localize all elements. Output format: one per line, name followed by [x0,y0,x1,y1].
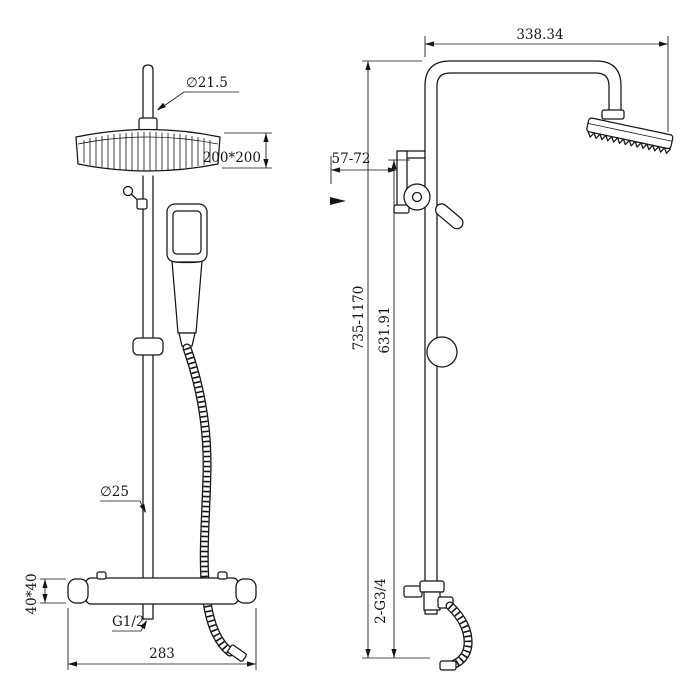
arrowhead [155,102,166,113]
arrowhead [247,661,256,667]
hose-end-nut [439,660,457,671]
side-view: 338.34 57-72 735-1170 631.91 2-G3/4 [330,27,674,671]
valve-handle [403,183,431,211]
dim-label-head-size: 200*200 [203,150,261,166]
mixer-body [85,577,239,605]
front-view: ∅21.5 200*200 ∅25 G1/2 40*40 [24,64,272,670]
arrowhead [365,649,371,658]
dim-label-wall-distance: 57-72 [332,151,371,167]
dim-base-width: 283 [67,608,257,670]
hose-end-fitting [227,644,247,662]
head-plate [586,117,674,150]
shower-head-side [586,117,674,154]
hose-core [446,602,472,669]
hand-shower-face [172,210,202,255]
arrowhead [263,133,269,142]
valve-side [403,183,431,211]
dim-label-inlet-thread: G1/2 [112,614,145,630]
shower-hose-front [182,343,247,662]
rail-slider-side [426,336,458,368]
dim-valve-section: 40*40 [24,573,66,615]
head-rim-line [587,122,673,142]
dim-arm-reach: 338.34 [424,27,669,132]
dim-label-rail-diameter: ∅25 [100,484,129,500]
arrowhead [391,649,397,658]
head-collar [138,117,158,131]
dim-lines [362,60,430,659]
arrowhead [139,503,149,515]
dim-head-pipe-diameter: ∅21.5 [155,75,239,113]
mixer-left-knob [67,578,89,604]
arrowhead [42,579,48,588]
rail-slider-bracket [132,337,164,356]
mixer-left-screw [96,571,107,580]
wall-union [403,585,423,598]
top-supply-pipe [142,64,154,125]
arrowhead [263,159,269,168]
wall-marker [330,197,346,205]
dim-label-arm-reach: 338.34 [516,27,563,43]
union-nut [419,580,445,593]
arrowhead [365,61,371,70]
dim-head-size: 200*200 [203,132,272,169]
hand-shower-fitting [178,332,196,347]
mixer-right-screw [217,571,228,580]
dim-overall-height: 735-1170 [351,60,430,659]
dim-label-outlet-thread: 2-G3/4 [373,578,389,624]
hand-shower [166,203,208,347]
arrowhead [68,661,77,667]
lever-base [136,198,148,210]
thermostatic-mixer [67,571,257,620]
dim-inlet-thread: G1/2 [112,614,150,632]
dim-lines [40,578,66,604]
lever-knob [122,185,134,197]
dim-lines [67,608,257,670]
arrowhead [425,41,434,47]
slide-rail [142,175,154,579]
mixer-outlet-stub [142,603,154,620]
dim-label-valve-section: 40*40 [24,573,40,614]
mixer-right-knob [235,578,257,604]
dim-label-overall-height: 735-1170 [351,286,367,351]
hose-end-nut [227,644,247,662]
dim-rail-diameter: ∅25 [100,484,149,515]
shower-head-front [75,128,221,172]
dim-lines [388,159,410,658]
arrowhead [391,160,397,169]
dim-rail-length: 631.91 [377,159,410,658]
dim-lines [424,36,669,132]
arrowhead [42,594,48,603]
diverter-knob-side [434,203,464,230]
dim-label-base-width: 283 [149,646,175,662]
dim-label-rail-length: 631.91 [377,306,393,353]
leader-line [100,500,146,513]
bottom-fittings-side [403,580,454,611]
riser-pipe-side [424,60,622,615]
head-nozzle-teeth [587,130,672,154]
valve-handle-hub [411,191,423,203]
hose-ribs [183,346,233,655]
shower-head-ribs [83,132,211,171]
leader-line [157,91,239,111]
head-connector-side [601,109,625,120]
dim-wall-distance: 57-72 [330,151,397,184]
hand-shower-handle [171,260,203,334]
dim-label-pipe-diameter: ∅21.5 [186,75,228,91]
bracket-foot [393,204,410,214]
arrowhead [331,167,340,173]
shower-head-rim [77,136,219,145]
arrowhead [659,41,668,47]
shower-hose-side [439,601,473,671]
diverter-lever [122,185,148,210]
knob-body [434,203,464,230]
